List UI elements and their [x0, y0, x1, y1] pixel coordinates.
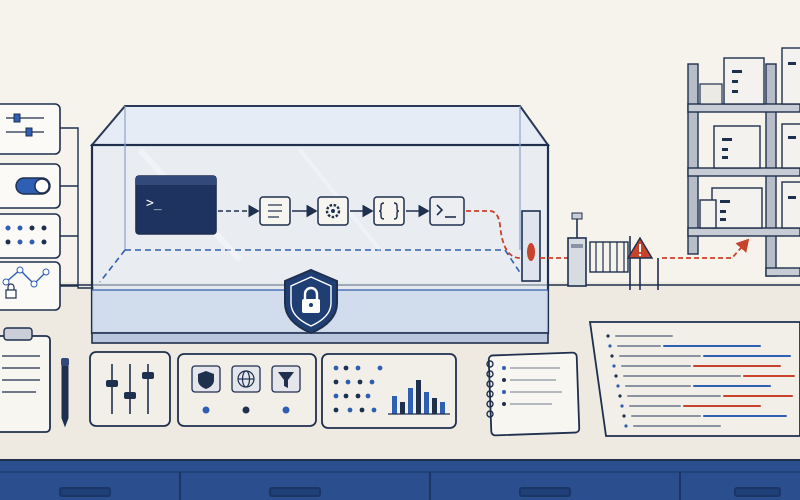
- exfiltration-path: [662, 238, 750, 259]
- padlock-shield-icon: [284, 268, 338, 335]
- document-lines-icon: [259, 196, 291, 226]
- clipboard-icon: [0, 327, 69, 433]
- left-panels: [0, 103, 94, 311]
- network-lock-icon: [0, 261, 61, 311]
- code-braces-icon: [373, 196, 405, 226]
- turnstile-gate-icon: [567, 212, 631, 290]
- warning-triangle-icon: [626, 236, 659, 290]
- shield-globe-filter-icon: [177, 353, 317, 427]
- breach-port: [521, 210, 541, 282]
- fader-sliders-icon: [89, 351, 171, 427]
- pen: [61, 358, 69, 428]
- gear-icon: [317, 196, 349, 226]
- terminal-window: >_: [135, 175, 217, 235]
- pipeline: >_: [135, 175, 570, 282]
- dot-grid-icon: [0, 213, 61, 259]
- terminal-prompt: >_: [146, 196, 162, 211]
- slider-control-icon: [0, 103, 61, 155]
- toggle-switch-icon: [0, 163, 61, 209]
- panel-connectors: [60, 127, 94, 289]
- dot-scatter-bar-chart-icon: [321, 353, 457, 429]
- server-shelf-icon: [687, 47, 800, 277]
- mini-bar-chart: [388, 380, 450, 415]
- desk-drawers: [59, 472, 781, 500]
- log-lines-icon: [588, 321, 800, 437]
- terminal-prompt-icon: [429, 196, 465, 226]
- spiral-notebook-icon: [486, 351, 581, 437]
